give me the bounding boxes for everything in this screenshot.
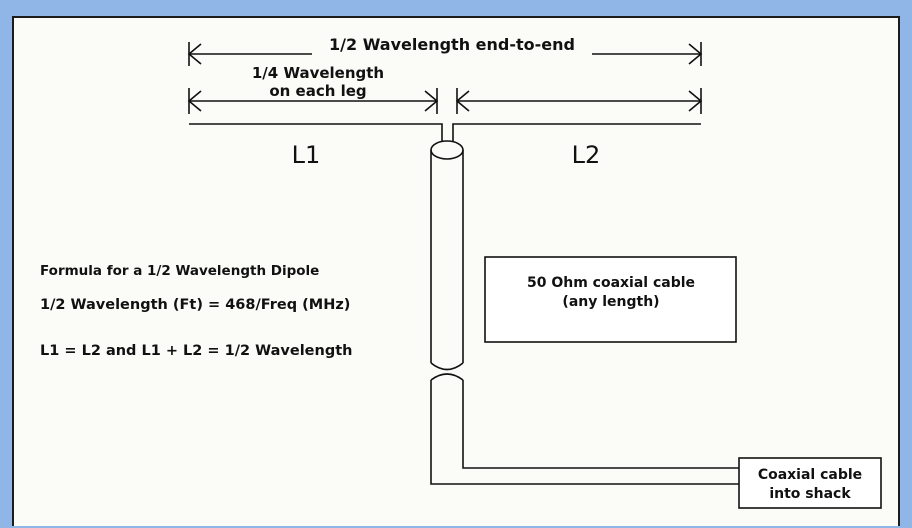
formula-line-1: 1/2 Wavelength (Ft) = 468/Freq (MHz) xyxy=(40,297,350,313)
shack-callout-line1: Coaxial cable xyxy=(758,467,862,483)
half-wave-label: 1/2 Wavelength end-to-end xyxy=(329,35,575,54)
shack-callout: Coaxial cable into shack xyxy=(738,457,882,509)
half-wave-right-arrow xyxy=(688,43,703,65)
half-wave-dimension: 1/2 Wavelength end-to-end xyxy=(187,34,703,66)
coax-callout-box xyxy=(484,256,737,343)
quarter-right-arrow-a xyxy=(455,90,470,112)
quarter-wave-label-line2: on each leg xyxy=(269,82,366,100)
quarter-wave-label-line1: 1/4 Wavelength xyxy=(252,64,384,82)
coax-feedline xyxy=(430,140,739,485)
coax-callout-line1: 50 Ohm coaxial cable xyxy=(527,275,695,291)
dipole-leg-l2 xyxy=(452,123,701,142)
formula-heading: Formula for a 1/2 Wavelength Dipole xyxy=(40,263,319,279)
diagram-panel: 1/2 Wavelength end-to-end 1/4 Wavelength… xyxy=(12,16,900,526)
quarter-wave-left-dimension xyxy=(187,88,439,114)
quarter-right-arrow-b xyxy=(688,90,703,112)
shack-callout-box xyxy=(738,457,882,509)
leg-l2-label: L2 xyxy=(572,141,601,169)
coax-break-lower xyxy=(430,373,464,381)
shack-callout-line2: into shack xyxy=(769,486,851,502)
dipole-leg-l1 xyxy=(189,123,443,142)
dipole-diagram: 1/2 Wavelength end-to-end 1/4 Wavelength… xyxy=(40,34,882,509)
leg-l1-label: L1 xyxy=(292,141,321,169)
formula-block: Formula for a 1/2 Wavelength Dipole 1/2 … xyxy=(40,263,352,359)
coax-break-upper xyxy=(430,362,464,371)
coax-top-end xyxy=(430,140,464,160)
half-wave-left-arrow xyxy=(187,43,202,65)
coax-lower-inner xyxy=(462,380,739,469)
dipole-elements xyxy=(189,123,701,142)
quarter-wave-right-dimension xyxy=(455,88,703,114)
half-wave-label-bg xyxy=(312,34,592,56)
coax-callout: 50 Ohm coaxial cable (any length) xyxy=(484,256,737,343)
formula-line-2: L1 = L2 and L1 + L2 = 1/2 Wavelength xyxy=(40,343,352,359)
coax-callout-line2: (any length) xyxy=(562,294,659,310)
quarter-left-arrow-b xyxy=(424,90,439,112)
coax-lower-outer xyxy=(430,380,739,485)
quarter-left-arrow-a xyxy=(187,90,202,112)
